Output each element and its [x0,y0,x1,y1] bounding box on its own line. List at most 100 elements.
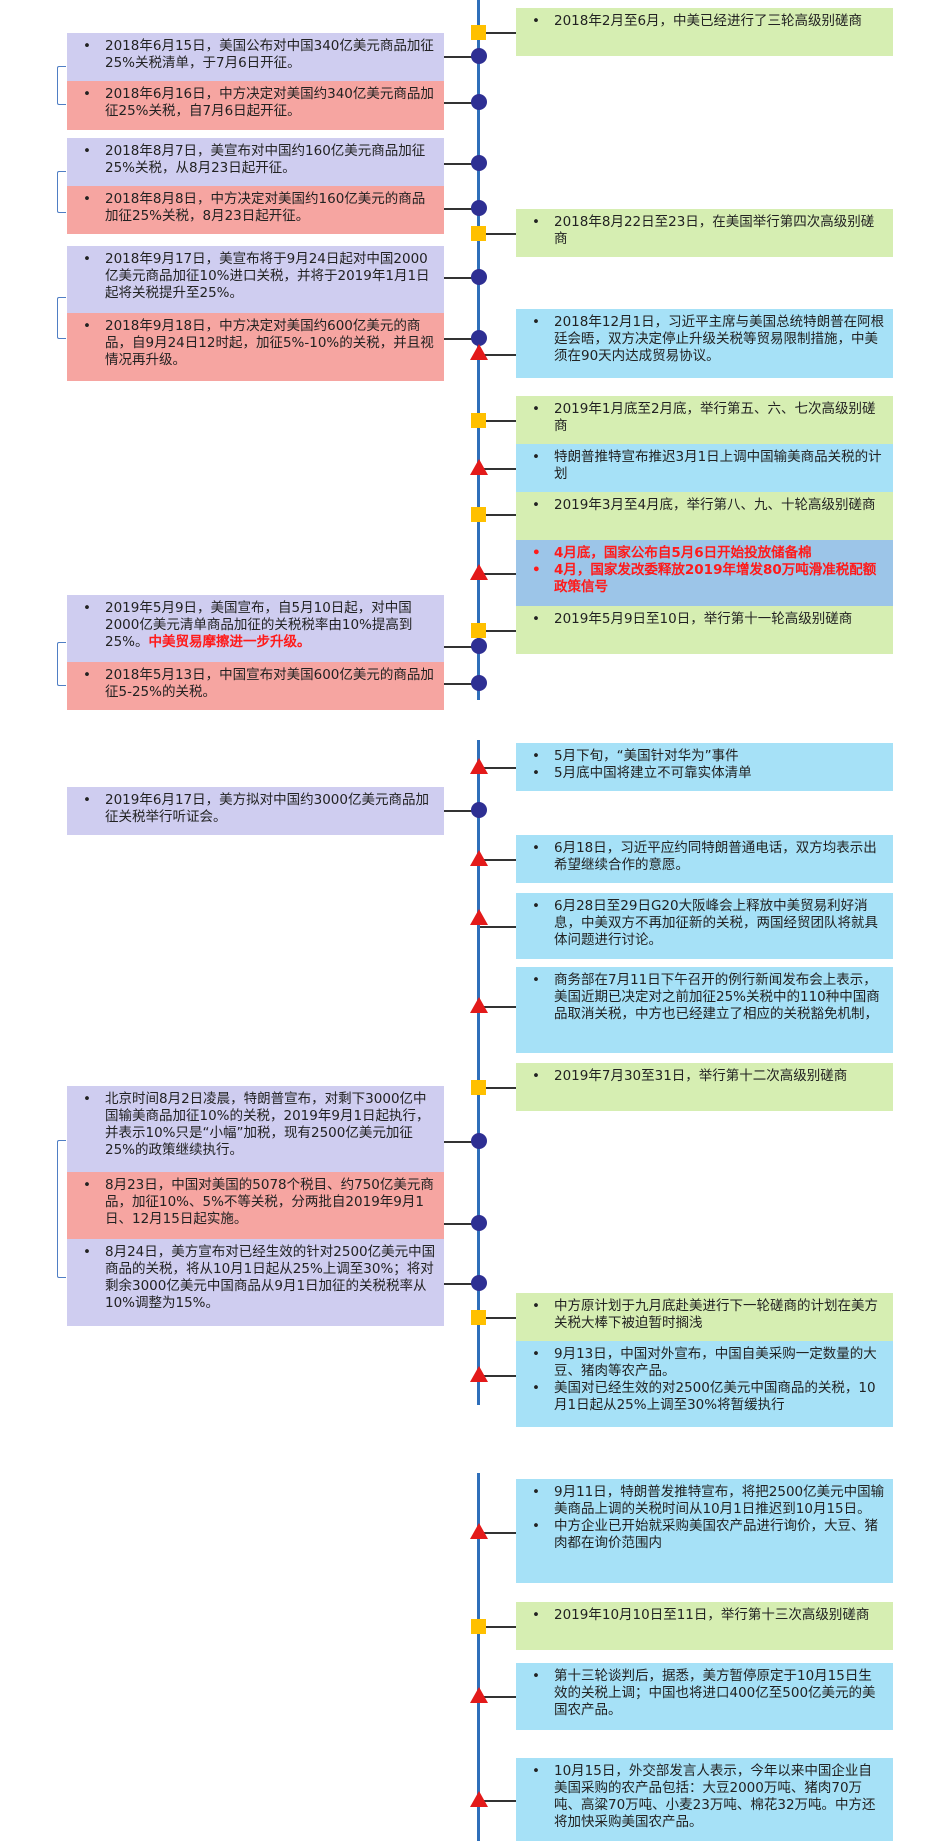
connector-line [480,1375,516,1377]
event-text: 9月11日，特朗普发推特宣布，将把2500亿美元中国输美商品上调的关税时间从10… [532,1484,885,1518]
connector-line [480,32,516,34]
event-box-right: 2019年7月30至31日，举行第十二次高级别磋商 [516,1063,893,1111]
event-box-left: 2018年8月8日，中方决定对美国约160亿美元的商品加征25%关税，8月23日… [67,186,444,234]
event-text: 2018年8月22日至23日，在美国举行第四次高级别磋商 [532,214,885,248]
event-box-left: 2018年5月13日，中国宣布对美国600亿美元的商品加征5-25%的关税。 [67,662,444,710]
event-box-right: 6月28日至29日G20大阪峰会上释放中美贸易利好消息，中美双方不再加征新的关税… [516,893,893,959]
connector-line [444,338,478,340]
event-text: 2018年9月17日，美宣布将于9月24日起对中国2000亿美元商品加征10%进… [83,251,436,302]
circle-marker [471,200,487,216]
square-marker [471,1619,486,1634]
event-box-right: 2019年10月10日至11日，举行第十三次高级别磋商 [516,1602,893,1650]
event-box-right: 商务部在7月11日下午召开的例行新闻发布会上表示，美国近期已决定对之前加征25%… [516,967,893,1053]
event-text: 5月底中国将建立不可靠实体清单 [532,765,885,782]
event-box-left: 8月23日，中国对美国的5078个税目、约750亿美元商品，加征10%、5%不等… [67,1172,444,1239]
event-text: 8月23日，中国对美国的5078个税目、约750亿美元商品，加征10%、5%不等… [83,1177,436,1228]
event-box-right: 9月11日，特朗普发推特宣布，将把2500亿美元中国输美商品上调的关税时间从10… [516,1479,893,1583]
square-marker [471,1080,486,1095]
event-box-right: 2018年2月至6月，中美已经进行了三轮高级别磋商 [516,8,893,56]
connector-line [480,1087,516,1089]
event-text: 第十三轮谈判后，据悉，美方暂停原定于10月15日生效的关税上调；中国也将进口40… [532,1668,885,1719]
connector-line [480,767,516,769]
circle-marker [471,269,487,285]
event-text-main: 2019年5月9日，美国宣布，自5月10日起，对中国2000亿美元清单商品加征的… [105,600,413,650]
circle-marker [471,1215,487,1231]
connector-line [480,859,516,861]
triangle-marker [470,1687,488,1703]
connector-line [444,1141,478,1143]
connector-line [480,573,516,575]
circle-marker [471,155,487,171]
group-brace-5 [57,1140,66,1278]
event-text: 4月底，国家公布自5月6日开始投放储备棉 [532,545,885,562]
timeline-axis-3 [477,1473,480,1841]
circle-marker [471,330,487,346]
connector-line [480,1696,516,1698]
event-box-left: 8月24日，美方宣布对已经生效的针对2500亿美元中国商品的关税，将从10月1日… [67,1239,444,1326]
event-box-left: 2018年8月7日，美宣布对中国约160亿美元商品加征25%关税，从8月23日起… [67,138,444,186]
event-box-right: 中方原计划于九月底赴美进行下一轮磋商的计划在美方关税大棒下被迫暂时搁浅 [516,1293,893,1341]
group-brace-2 [57,171,66,213]
connector-line [480,420,516,422]
connector-line [444,1283,478,1285]
event-text: 2019年3月至4月底，举行第八、九、十轮高级别磋商 [532,497,885,514]
connector-line [480,630,516,632]
connector-line [444,163,478,165]
connector-line [480,1800,516,1802]
group-brace-4 [57,642,66,686]
event-text: 中方原计划于九月底赴美进行下一轮磋商的计划在美方关税大棒下被迫暂时搁浅 [532,1298,885,1332]
event-box-right: 5月下旬，“美国针对华为”事件 5月底中国将建立不可靠实体清单 [516,743,893,791]
triangle-marker [470,758,488,774]
event-box-left: 2018年6月15日，美国公布对中国340亿美元商品加征25%关税清单，于7月6… [67,33,444,81]
circle-marker [471,1275,487,1291]
circle-marker [471,94,487,110]
event-box-left: 北京时间8月2日凌晨，特朗普宣布，对剩下3000亿中国输美商品加征10%的关税，… [67,1086,444,1172]
triangle-marker [470,1366,488,1382]
square-marker [471,25,486,40]
circle-marker [471,675,487,691]
event-text: 商务部在7月11日下午召开的例行新闻发布会上表示，美国近期已决定对之前加征25%… [532,972,885,1023]
event-box-right: 2019年1月底至2月底，举行第五、六、七次高级别磋商 [516,396,893,444]
connector-line [444,56,478,58]
event-text: 2018年6月16日，中方决定对美国约340亿美元商品加征25%关税，自7月6日… [83,86,436,120]
circle-marker [471,1133,487,1149]
event-box-left: 2019年5月9日，美国宣布，自5月10日起，对中国2000亿美元清单商品加征的… [67,595,444,662]
triangle-marker [470,459,488,475]
triangle-marker [470,997,488,1013]
connector-line [480,1626,516,1628]
event-text: 10月15日，外交部发言人表示，今年以来中国企业自美国采购的农产品包括：大豆20… [532,1763,885,1831]
connector-line [480,1317,516,1319]
timeline-axis-2 [477,740,480,1405]
event-text: 2018年9月18日，中方决定对美国约600亿美元的商品，自9月24日12时起，… [83,318,436,369]
event-box-right: 2019年5月9日至10日，举行第十一轮高级别磋商 [516,606,893,654]
event-text: 2018年12月1日，习近平主席与美国总统特朗普在阿根廷会晤，双方决定停止升级关… [532,314,885,365]
event-text: 9月13日，中国对外宣布，中国自美采购一定数量的大豆、猪肉等农产品。 [532,1346,885,1380]
event-box-right: 6月18日，习近平应约同特朗普通电话，双方均表示出希望继续合作的意愿。 [516,835,893,883]
event-text: 2019年6月17日，美方拟对中国约3000亿美元商品加征关税举行听证会。 [83,792,436,826]
triangle-marker [470,850,488,866]
connector-line [444,208,478,210]
event-text: 特朗普推特宣布推迟3月1日上调中国输美商品关税的计划 [532,449,885,483]
event-text: 2019年1月底至2月底，举行第五、六、七次高级别磋商 [532,401,885,435]
event-text: 4月，国家发改委释放2019年增发80万吨滑准税配额政策信号 [532,562,885,596]
connector-line [480,514,516,516]
event-text: 8月24日，美方宣布对已经生效的针对2500亿美元中国商品的关税，将从10月1日… [83,1244,436,1312]
event-text-highlight: 中美贸易摩擦进一步升级。 [148,634,311,650]
connector-line [480,354,516,356]
event-text: 2019年10月10日至11日，举行第十三次高级别磋商 [532,1607,885,1624]
event-text: 2018年8月7日，美宣布对中国约160亿美元商品加征25%关税，从8月23日起… [83,143,436,177]
group-brace-3 [57,297,66,339]
event-box-right: 9月13日，中国对外宣布，中国自美采购一定数量的大豆、猪肉等农产品。 美国对已经… [516,1341,893,1427]
connector-line [480,1532,516,1534]
event-box-right: 4月底，国家公布自5月6日开始投放储备棉 4月，国家发改委释放2019年增发80… [516,540,893,606]
triangle-marker [470,344,488,360]
event-text: 北京时间8月2日凌晨，特朗普宣布，对剩下3000亿中国输美商品加征10%的关税，… [83,1091,436,1159]
event-text: 6月28日至29日G20大阪峰会上释放中美贸易利好消息，中美双方不再加征新的关税… [532,898,885,949]
event-text: 2018年6月15日，美国公布对中国340亿美元商品加征25%关税清单，于7月6… [83,38,436,72]
triangle-marker [470,1523,488,1539]
square-marker [471,226,486,241]
triangle-marker [470,909,488,925]
event-text: 2018年5月13日，中国宣布对美国600亿美元的商品加征5-25%的关税。 [83,667,436,701]
event-text: 中方企业已开始就采购美国农产品进行询价，大豆、猪肉都在询价范围内 [532,1518,885,1552]
connector-line [444,646,478,648]
